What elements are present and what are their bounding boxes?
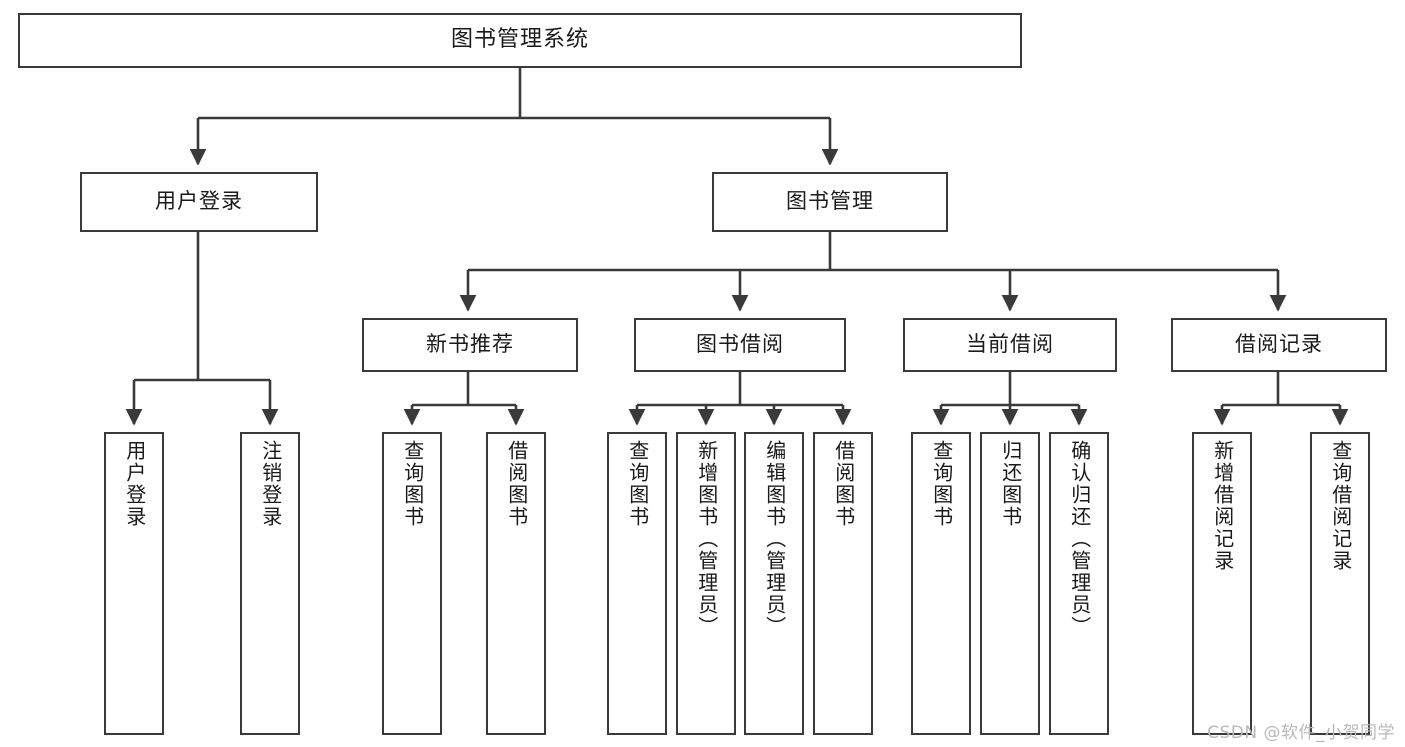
leaf-current-query-books[interactable]: 查询图书: [911, 432, 971, 735]
node-label: 图书管理系统: [450, 27, 589, 53]
node-current-borrow[interactable]: 当前借阅: [903, 318, 1117, 372]
node-root-system[interactable]: 图书管理系统: [18, 13, 1022, 68]
node-new-book-recommend[interactable]: 新书推荐: [362, 318, 578, 372]
leaf-borrow-query-books[interactable]: 查询图书: [607, 432, 667, 735]
node-label: 注销登录: [258, 440, 283, 528]
leaf-recommend-query-books[interactable]: 查询图书: [382, 432, 442, 735]
leaf-current-return-books[interactable]: 归还图书: [980, 432, 1040, 735]
node-label: 图书管理: [786, 189, 874, 214]
node-label: 借阅图书: [831, 440, 856, 528]
leaf-recommend-borrow-books[interactable]: 借阅图书: [486, 432, 546, 735]
node-book-borrow[interactable]: 图书借阅: [634, 318, 846, 372]
leaf-current-confirm-return-admin[interactable]: 确认归还（管理员）: [1049, 432, 1109, 735]
node-label: 确认归还（管理员）: [1067, 440, 1092, 638]
leaf-user-login-login[interactable]: 用户登录: [104, 432, 164, 735]
node-label: 查询图书: [400, 440, 425, 528]
leaf-borrow-borrow-books[interactable]: 借阅图书: [813, 432, 873, 735]
node-label: 图书借阅: [696, 332, 784, 357]
node-label: 查询图书: [929, 440, 954, 528]
node-label: 查询图书: [625, 440, 650, 528]
leaf-borrow-edit-book-admin[interactable]: 编辑图书（管理员）: [744, 432, 804, 735]
node-borrow-records[interactable]: 借阅记录: [1171, 318, 1387, 372]
node-user-login[interactable]: 用户登录: [80, 172, 318, 232]
node-label: 用户登录: [155, 189, 243, 214]
node-label: 用户登录: [122, 440, 147, 528]
node-label: 新增借阅记录: [1210, 440, 1235, 572]
node-label: 当前借阅: [966, 332, 1054, 357]
node-label: 新书推荐: [426, 332, 514, 357]
csdn-watermark: CSDN @软件_小贺同学: [1207, 723, 1395, 743]
leaf-records-query-record[interactable]: 查询借阅记录: [1310, 432, 1370, 735]
node-label: 归还图书: [998, 440, 1023, 528]
node-label: 查询借阅记录: [1328, 440, 1353, 572]
leaf-user-login-logout[interactable]: 注销登录: [240, 432, 300, 735]
leaf-borrow-add-book-admin[interactable]: 新增图书（管理员）: [676, 432, 736, 735]
leaf-records-add-record[interactable]: 新增借阅记录: [1192, 432, 1252, 735]
node-label: 借阅图书: [504, 440, 529, 528]
node-label: 新增图书（管理员）: [694, 440, 719, 638]
node-label: 编辑图书（管理员）: [762, 440, 787, 638]
node-label: 借阅记录: [1235, 332, 1323, 357]
node-book-management[interactable]: 图书管理: [712, 172, 948, 232]
